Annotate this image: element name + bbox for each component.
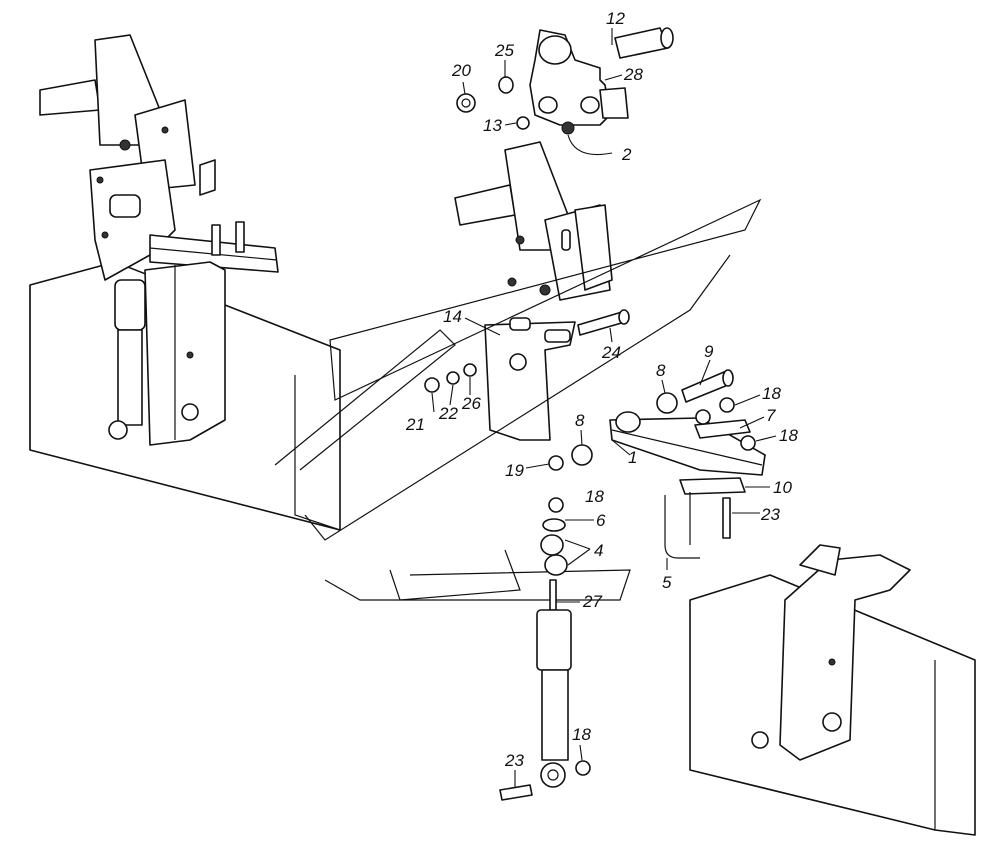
callout-23-lower: 23	[504, 751, 524, 770]
callout-22: 22	[438, 404, 458, 423]
bolt-23-lower	[499, 784, 533, 801]
left-leaf-spring	[149, 221, 279, 273]
bolt-12	[614, 27, 674, 59]
callout-5: 5	[662, 573, 672, 592]
left-hanger-bracket	[144, 261, 226, 446]
shock-absorber-27	[536, 579, 572, 788]
callout-13: 13	[483, 116, 502, 135]
spring-eye-bolt-9	[681, 369, 734, 403]
callout-18-d: 18	[572, 725, 591, 744]
washer-25	[498, 76, 514, 94]
left-shock-absorber	[108, 279, 146, 440]
plate-10	[679, 477, 746, 495]
callout-18-a: 18	[762, 384, 781, 403]
nuts-21-22-26	[424, 363, 477, 393]
mounting-bracket-14	[484, 317, 576, 441]
callout-19: 19	[505, 461, 524, 480]
callout-8-upper: 8	[656, 361, 666, 380]
nuts-18	[548, 397, 756, 776]
upper-hanger	[529, 29, 629, 156]
callout-20: 20	[451, 61, 471, 80]
u-bolt-5	[664, 492, 700, 559]
bolt-23	[722, 497, 731, 539]
callout-18-c: 18	[585, 487, 604, 506]
callout-4: 4	[594, 541, 603, 560]
callout-10: 10	[773, 478, 792, 497]
right-spring-bracket	[751, 544, 911, 761]
callout-26: 26	[461, 394, 481, 413]
callout-14: 14	[443, 307, 462, 326]
callout-labels: 12 25 28 20 13 2 14 24 9 8 18 7 18 8 1 1…	[405, 9, 798, 770]
bushing-8	[571, 392, 678, 466]
callout-7: 7	[766, 406, 776, 425]
bolt-24	[577, 309, 630, 336]
nut-20	[456, 93, 476, 113]
callout-8-lower: 8	[575, 411, 585, 430]
washers-4-6	[540, 518, 568, 576]
callout-9: 9	[704, 342, 714, 361]
callout-18-b: 18	[779, 426, 798, 445]
callout-28: 28	[623, 65, 643, 84]
callout-1: 1	[628, 448, 637, 467]
callout-6: 6	[596, 511, 606, 530]
callout-24: 24	[601, 343, 621, 362]
plate-7	[694, 419, 751, 439]
leader-lines	[431, 28, 777, 787]
nut-19	[548, 455, 564, 471]
callout-23-right: 23	[760, 505, 780, 524]
center-spring-bracket	[454, 141, 613, 301]
direction-arrow-outline	[274, 198, 762, 601]
callout-21: 21	[405, 415, 425, 434]
callout-2: 2	[621, 145, 632, 164]
callout-12: 12	[606, 9, 625, 28]
callout-25: 25	[494, 41, 514, 60]
callout-27: 27	[582, 592, 602, 611]
washer-13	[516, 116, 530, 130]
